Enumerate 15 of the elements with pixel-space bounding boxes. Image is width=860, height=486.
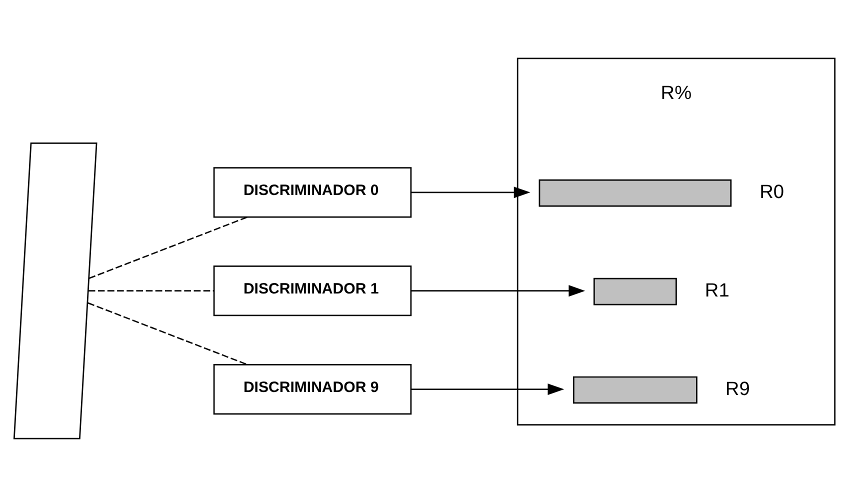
arrow: [411, 186, 530, 198]
label: R%: [660, 83, 692, 104]
node-label: R1: [704, 280, 730, 302]
arrow: [411, 285, 586, 297]
connector: [88, 290, 214, 292]
node-parallelogram: [13, 142, 98, 440]
connector: [88, 302, 248, 366]
node-box: DISCRIMINADOR 1: [213, 266, 412, 316]
node-label: R0: [760, 182, 784, 204]
arrow: [411, 384, 564, 396]
cluster: [516, 58, 836, 426]
node-box: DISCRIMINADOR 0: [213, 167, 412, 218]
connector: [88, 216, 248, 280]
node-label: R9: [725, 379, 750, 400]
node-box: DISCRIMINADOR 9: [213, 364, 412, 415]
